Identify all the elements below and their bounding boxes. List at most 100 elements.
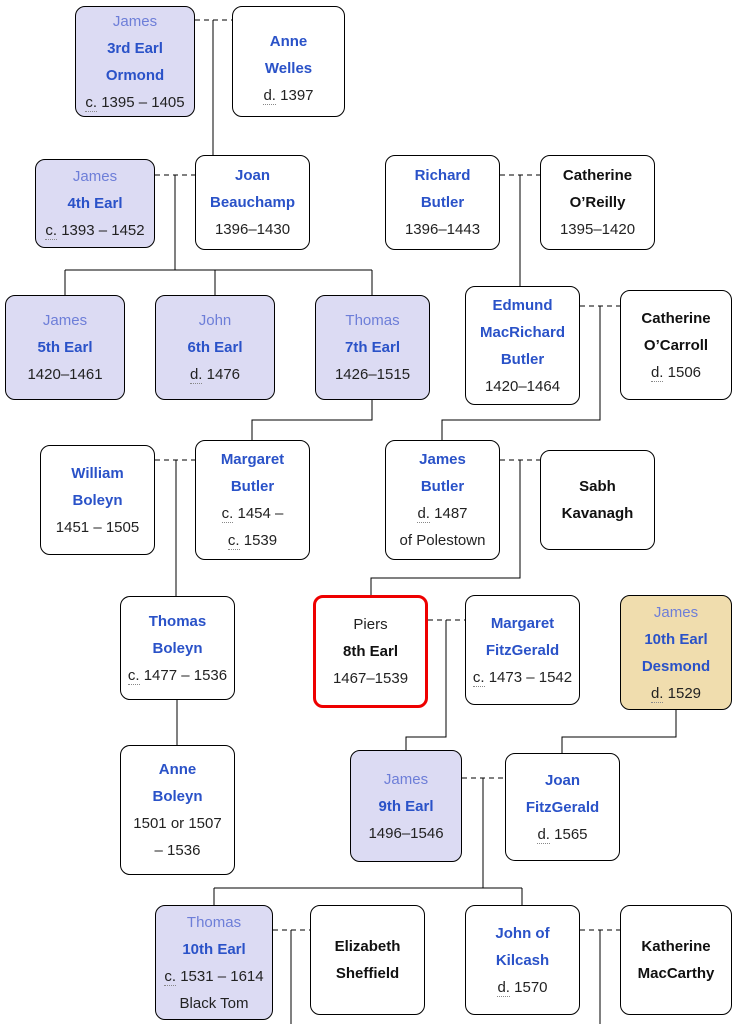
person-name-link[interactable]: James [419, 451, 466, 468]
date-text: 1393 – 1452 [57, 222, 145, 239]
node-catherine-oreilly: Catherine O’Reilly 1395–1420 [540, 155, 655, 250]
person-name-link[interactable]: James [42, 312, 88, 329]
person-name-link[interactable]: Boleyn [72, 491, 123, 509]
person-dates: c. 1393 – 1452 [45, 217, 145, 244]
node-richard-butler: Richard Butler 1396–1443 [385, 155, 500, 250]
person-name-link[interactable]: John [198, 312, 232, 329]
descent-line-thomas7-to-margaret [251, 400, 373, 440]
person-dates: 1395–1420 [559, 221, 636, 238]
person-name-link[interactable]: John of [495, 924, 550, 942]
person-dates: d. 1529 [650, 680, 701, 707]
descent-line-desmond-to-joan-fitzgerald [561, 710, 677, 753]
node-anne-boleyn: Anne Boleyn 1501 or 1507 – 1536 [120, 745, 235, 875]
person-name-link[interactable]: MacRichard [479, 323, 566, 341]
person-name-link[interactable]: Anne [269, 33, 308, 50]
person-name-link[interactable]: Joan [234, 167, 270, 184]
node-joan-fitzgerald: Joan FitzGerald d. 1565 [505, 753, 620, 861]
person-name-link[interactable]: Margaret [220, 451, 285, 468]
circa-abbr: c. [227, 532, 240, 550]
date-text: 1473 – 1542 [484, 668, 573, 686]
person-name: MacCarthy [637, 965, 715, 982]
died-abbr: d. [537, 825, 550, 844]
person-name: Sabh [579, 478, 616, 495]
date-text: 1565 [549, 825, 588, 843]
person-name-link[interactable]: James [112, 12, 158, 30]
person-dates: c. 1531 – 1614 [164, 963, 264, 990]
person-title-link[interactable]: 6th Earl [187, 339, 243, 356]
person-name-link[interactable]: Thomas [186, 913, 242, 931]
person-title-link[interactable]: 10th Earl [182, 940, 246, 958]
person-dates: 1396–1443 [404, 221, 481, 238]
person-title-link[interactable]: 9th Earl [378, 797, 434, 815]
node-james-9th-earl: James 9th Earl 1496–1546 [350, 750, 462, 862]
person-name: O’Reilly [569, 194, 626, 211]
date-text: 1397 [275, 87, 314, 104]
node-james-butler-of-polestown: James Butler d. 1487 of Polestown [385, 440, 500, 560]
person-name-link[interactable]: Thomas [148, 612, 207, 630]
person-name: O’Carroll [643, 336, 709, 354]
person-dates: 1426–1515 [334, 366, 411, 383]
person-epithet: of Polestown [399, 532, 486, 549]
person-name-link[interactable]: Butler [500, 350, 545, 368]
person-name-link[interactable]: Butler [230, 478, 275, 495]
person-dates: 1467–1539 [332, 670, 409, 687]
person-name-link[interactable]: Butler [420, 194, 465, 211]
date-text: 1506 [663, 363, 702, 381]
node-thomas-boleyn: Thomas Boleyn c. 1477 – 1536 [120, 596, 235, 700]
circa-abbr: c. [472, 668, 485, 687]
person-title-link[interactable]: 7th Earl [344, 339, 401, 356]
person-dates: 1451 – 1505 [55, 518, 140, 536]
died-abbr: d. [650, 363, 664, 382]
person-name-link[interactable]: Thomas [345, 312, 400, 329]
circa-abbr: c. [85, 93, 98, 112]
person-name-link[interactable]: William [71, 464, 124, 482]
person-dates: d. 1506 [650, 359, 702, 386]
died-abbr: d. [417, 505, 430, 523]
person-dates: 1396–1430 [214, 221, 291, 238]
person-title-link[interactable]: 10th Earl [644, 630, 708, 648]
node-john-of-kilcash: John of Kilcash d. 1570 [465, 905, 580, 1015]
person-name-link[interactable]: Welles [264, 60, 313, 77]
died-abbr: d. [650, 684, 664, 703]
died-abbr: d. [497, 978, 510, 997]
person-name: Catherine [641, 309, 711, 327]
date-text: 1531 – 1614 [176, 967, 264, 985]
person-dates: c. 1539 [227, 527, 277, 554]
person-epithet: Black Tom [179, 994, 249, 1012]
node-anne-welles: Anne Welles d. 1397 [232, 6, 345, 117]
person-name-link[interactable]: James [383, 770, 429, 788]
person-name-link[interactable]: James [72, 168, 118, 185]
person-title-link[interactable]: 4th Earl [67, 195, 123, 212]
person-name-link[interactable]: Margaret [490, 614, 555, 632]
node-james-5th-earl: James 5th Earl 1420–1461 [5, 295, 125, 400]
person-name-link[interactable]: Joan [544, 771, 580, 789]
node-james-10th-earl-desmond: James 10th Earl Desmond d. 1529 [620, 595, 732, 710]
person-name-link[interactable]: Boleyn [152, 639, 203, 657]
descent-line-to-piers [370, 460, 521, 595]
person-name-link[interactable]: Edmund [492, 296, 553, 314]
node-james-3rd-earl-ormond: James 3rd Earl Ormond c. 1395 – 1405 [75, 6, 195, 117]
date-text: 1454 – [233, 505, 284, 522]
date-text: 1487 [429, 505, 468, 522]
person-dates: c. 1454 – [221, 500, 284, 527]
person-title-link[interactable]: Desmond [641, 657, 711, 675]
person-name-link[interactable]: FitzGerald [525, 798, 600, 816]
person-name-link[interactable]: FitzGerald [485, 641, 560, 659]
person-name-link[interactable]: James [653, 603, 699, 621]
person-name-link[interactable]: Kilcash [495, 951, 550, 969]
person-title-link[interactable]: 3rd Earl [107, 39, 163, 57]
person-title-link[interactable]: Ormond [105, 66, 165, 84]
person-title-link[interactable]: 5th Earl [37, 339, 93, 356]
person-name-link[interactable]: Boleyn [152, 788, 203, 805]
person-dates: 1496–1546 [368, 824, 444, 842]
person-name-link[interactable]: Anne [158, 761, 197, 778]
node-elizabeth-sheffield: Elizabeth Sheffield [310, 905, 425, 1015]
person-dates: d. 1565 [537, 821, 588, 848]
person-name-link[interactable]: Beauchamp [209, 194, 296, 211]
person-name-link[interactable]: Butler [420, 478, 465, 495]
date-text: 1476 [202, 366, 241, 383]
node-james-4th-earl: James 4th Earl c. 1393 – 1452 [35, 159, 155, 248]
person-name-link[interactable]: Richard [414, 167, 471, 184]
